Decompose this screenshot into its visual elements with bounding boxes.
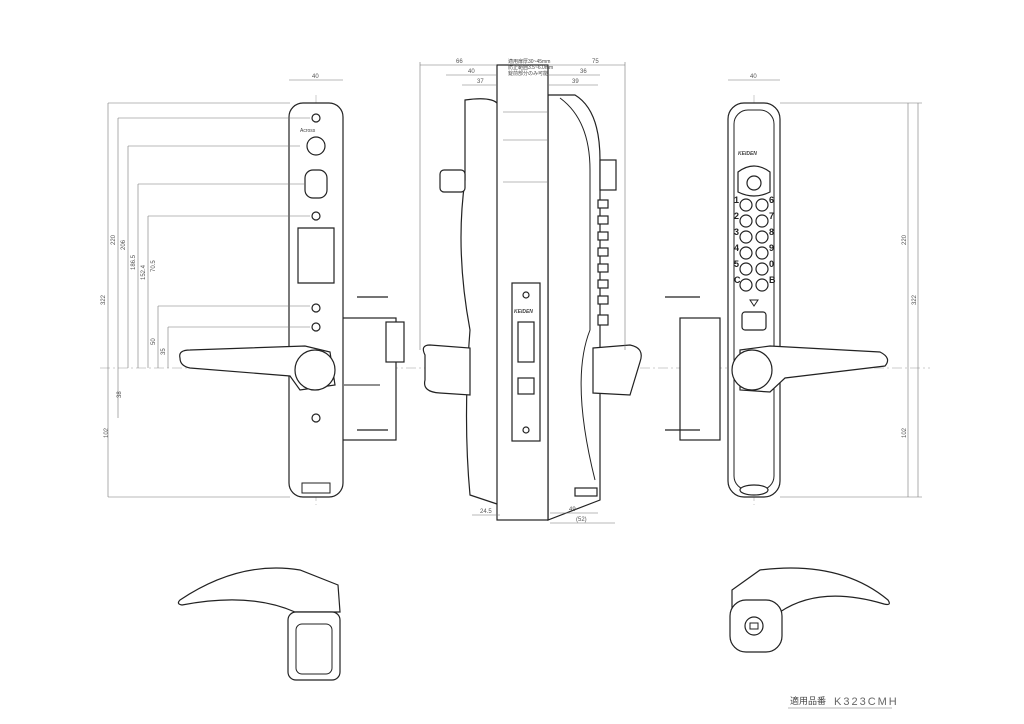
thumb-turn-icon xyxy=(306,136,326,156)
dimension-label: C xyxy=(734,275,741,285)
dimension-label: 75 xyxy=(592,59,599,65)
screws xyxy=(357,296,388,431)
dimension-label: 220 xyxy=(902,234,908,245)
dimension-label: 36 xyxy=(580,69,587,75)
outside-lever-top-view xyxy=(729,567,890,653)
note-door-thickness: 適用扉厚30~45mm xyxy=(508,58,550,65)
dimension-label: 102 xyxy=(902,427,908,438)
dimension-label: 7 xyxy=(769,211,774,221)
dimension-label: 2 xyxy=(734,211,739,221)
side-view: KEIDEN xyxy=(422,64,642,521)
keypad-buttons-side xyxy=(597,159,617,326)
dimension-label: KEIDEN xyxy=(514,309,533,315)
mortise-front xyxy=(511,282,541,442)
dimension-label: 24.5 xyxy=(480,509,492,515)
left-dimensions: 40 322 220 206 186.5 152.4 70.5 50 35 38… xyxy=(101,74,343,498)
dimension-label: 70.5 xyxy=(151,260,157,272)
dimension-label: 0 xyxy=(769,259,774,269)
outside-view: KEIDEN 1 6 2 7 3 8 4 9 5 0 C B xyxy=(665,102,889,498)
dimension-label: 37 xyxy=(477,79,484,85)
dimension-label: 186.5 xyxy=(131,254,137,270)
dimension-label: 5 xyxy=(734,259,739,269)
key-cylinder-icon xyxy=(746,175,762,191)
title-block: 適用品番 K323CMH xyxy=(788,695,899,709)
dimension-label: 322 xyxy=(912,294,918,305)
inside-lever-handle xyxy=(179,345,336,391)
dimension-label: 206 xyxy=(121,239,127,250)
part-number: K323CMH xyxy=(834,696,899,708)
inside-body xyxy=(460,98,501,506)
dimension-label: (52) xyxy=(576,517,587,523)
dimension-label: 1 xyxy=(734,195,739,205)
inside-plate xyxy=(288,102,344,498)
dimension-label: B xyxy=(769,275,776,285)
dimension-label: 322 xyxy=(101,294,107,305)
right-dimensions: 40 220 322 102 xyxy=(728,74,922,498)
inside-lever-top-view xyxy=(177,567,341,681)
svg-text:Across: Across xyxy=(300,128,316,134)
dimension-label: 4 xyxy=(734,243,739,253)
mortise-case-right xyxy=(679,317,721,441)
dim-width: 40 xyxy=(312,74,319,80)
dimension-label: 38 xyxy=(117,391,123,398)
outside-lever-side xyxy=(592,344,642,396)
dimension-label: 40 xyxy=(468,69,475,75)
dimension-label: 35 xyxy=(161,348,167,355)
outside-lever-handle xyxy=(739,345,889,393)
dimension-label: 6 xyxy=(769,195,774,205)
note-range: 防止範囲3.5~6.0mm xyxy=(508,64,553,71)
inside-view: Across xyxy=(179,102,405,498)
dimension-label: 3 xyxy=(734,227,739,237)
part-number-label: 適用品番 xyxy=(790,695,826,706)
dimension-label: 39 xyxy=(572,79,579,85)
outside-body xyxy=(547,94,601,521)
dimension-label: KEIDEN xyxy=(738,151,757,157)
note-applicable: 錠前部分のみ可能 xyxy=(508,70,548,77)
dimension-label: 66 xyxy=(456,59,463,65)
key-cylinder-top-icon xyxy=(744,616,764,636)
dimension-label: 50 xyxy=(151,338,157,345)
center-dimensions: 66 40 37 75 36 39 適用扉厚30~45mm 防止範囲3.5~6.… xyxy=(419,58,626,524)
inside-lever-side xyxy=(422,344,471,396)
dimension-label: 152.4 xyxy=(141,264,147,280)
dimension-label: 102 xyxy=(104,427,110,438)
keypad: 1 6 2 7 3 8 4 9 5 0 C B xyxy=(734,195,776,292)
dimension-label: 9 xyxy=(769,243,774,253)
dimension-label: 40 xyxy=(750,74,757,80)
dimension-label: 49 xyxy=(569,507,576,513)
dimension-label: 8 xyxy=(769,227,774,237)
dimension-label: 220 xyxy=(111,234,117,245)
